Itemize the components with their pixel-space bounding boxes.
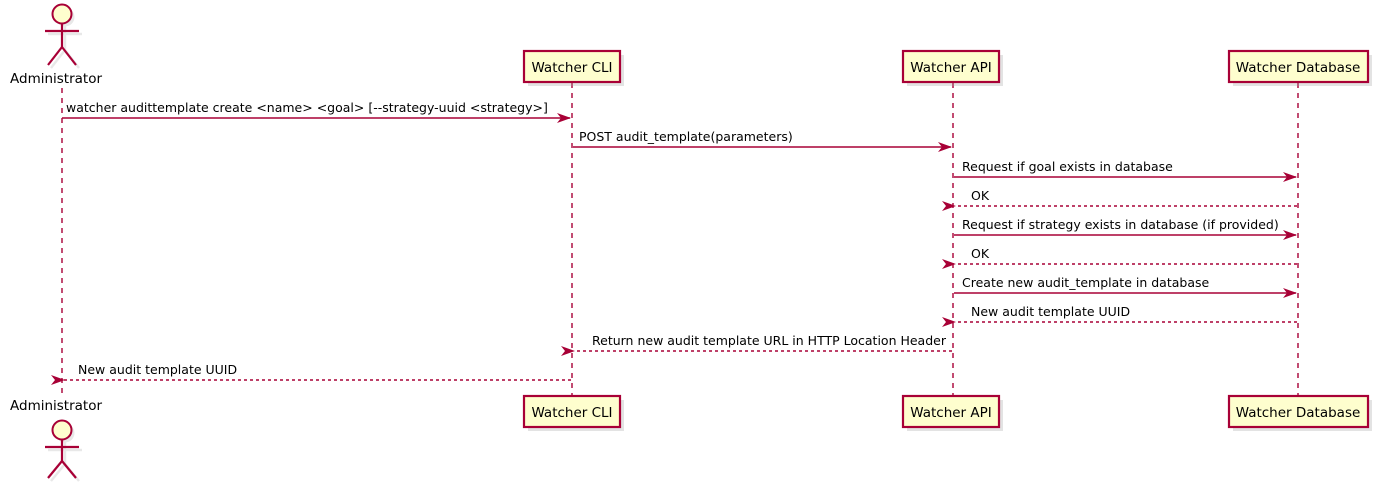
participant-watcher-database-bottom[interactable]: Watcher Database	[1227, 394, 1372, 431]
participant-watcher-database-top[interactable]: Watcher Database	[1227, 49, 1372, 86]
participant-label-watcher-database: Watcher Database	[1236, 405, 1361, 421]
participant-watcher-cli-bottom[interactable]: Watcher CLI	[522, 394, 624, 431]
participant-box[interactable]	[1227, 49, 1370, 84]
participant-box[interactable]	[522, 49, 622, 84]
message-label: Create new audit_template in database	[962, 275, 1209, 290]
message-6: Create new audit_template in database	[954, 275, 1297, 298]
message-label: watcher audittemplate create <name> <goa…	[66, 100, 548, 115]
message-label: New audit template UUID	[971, 304, 1130, 319]
participant-label-watcher-database: Watcher Database	[1236, 60, 1361, 76]
participant-box[interactable]	[901, 394, 1001, 429]
message-5: OK	[942, 246, 1297, 269]
actor-administrator-top: Administrator	[10, 3, 102, 87]
actor-administrator-bottom: Administrator	[10, 398, 102, 482]
message-label: New audit template UUID	[78, 362, 237, 377]
actor-label-administrator-bottom: Administrator	[10, 398, 102, 414]
message-label: OK	[971, 246, 990, 261]
message-label: POST audit_template(parameters)	[579, 129, 793, 144]
actor-leg-left	[47, 460, 63, 479]
message-label: Return new audit template URL in HTTP Lo…	[592, 333, 947, 348]
participant-box[interactable]	[522, 394, 622, 429]
message-9: New audit template UUID	[51, 362, 571, 385]
actor-head-icon	[51, 419, 73, 441]
participant-label-watcher-cli: Watcher CLI	[531, 60, 612, 76]
message-8: Return new audit template URL in HTTP Lo…	[561, 333, 952, 356]
actor-leg-left	[47, 46, 63, 66]
message-label: Request if goal exists in database	[962, 159, 1173, 174]
participant-label-watcher-api: Watcher API	[910, 60, 992, 76]
message-7: New audit template UUID	[942, 304, 1297, 327]
actor-head-icon	[51, 3, 73, 25]
message-1: POST audit_template(parameters)	[573, 129, 952, 152]
message-0: watcher audittemplate create <name> <goa…	[62, 100, 571, 123]
participant-watcher-api-bottom[interactable]: Watcher API	[901, 394, 1003, 431]
lifelines	[61, 83, 1299, 396]
message-3: OK	[942, 188, 1297, 211]
participant-box[interactable]	[1227, 394, 1370, 429]
message-label: Request if strategy exists in database (…	[962, 217, 1279, 232]
actor-label-administrator-top: Administrator	[10, 71, 102, 87]
participant-watcher-cli-top[interactable]: Watcher CLI	[522, 49, 624, 86]
actor-leg-right	[61, 46, 77, 66]
participant-box[interactable]	[901, 49, 1001, 84]
participant-watcher-api-top[interactable]: Watcher API	[901, 49, 1003, 86]
participant-label-watcher-api: Watcher API	[910, 405, 992, 421]
participant-label-watcher-cli: Watcher CLI	[531, 405, 612, 421]
actor-leg-right	[61, 460, 77, 479]
message-4: Request if strategy exists in database (…	[954, 217, 1297, 240]
message-label: OK	[971, 188, 990, 203]
message-2: Request if goal exists in database	[954, 159, 1297, 182]
